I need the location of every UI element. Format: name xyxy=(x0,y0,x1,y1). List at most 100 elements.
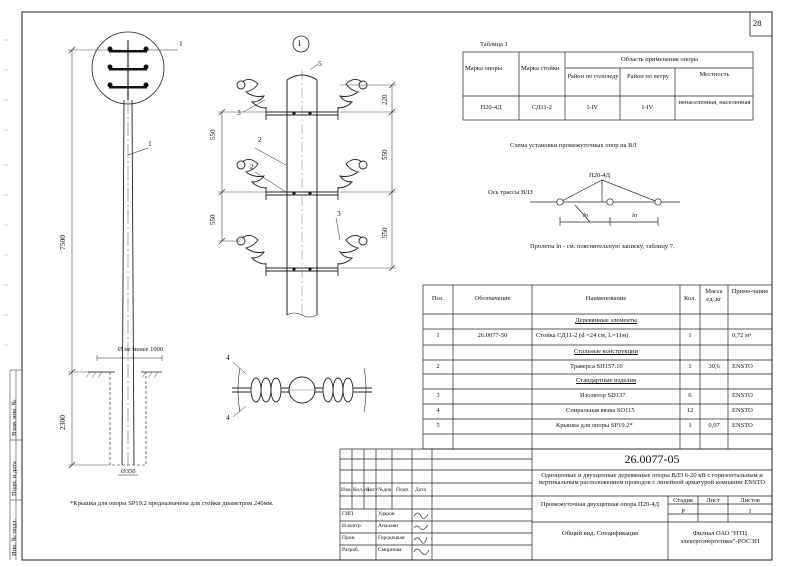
spec-header: Поз. xyxy=(431,295,445,302)
spec-header: Кол. xyxy=(683,295,697,302)
spec-note: ENSTO xyxy=(732,422,753,429)
spec-note: ENSTO xyxy=(732,363,753,370)
table1-cell: ненаселенная, населенная xyxy=(678,99,751,106)
spec-mass: 0,07 xyxy=(708,422,720,429)
spec-qty: 12 xyxy=(686,407,694,414)
spec-qty: 1 xyxy=(688,332,692,339)
leader-label: 3 xyxy=(337,209,341,218)
spec-name: Крышка для опоры SP19.2* xyxy=(556,422,633,429)
change-header: Изм. xyxy=(341,487,352,493)
dim-220: 220 xyxy=(381,94,389,106)
leader-label: 3 xyxy=(237,108,241,117)
spec-code: 26.0077-50 xyxy=(477,332,508,339)
sheets-value: 1 xyxy=(748,508,752,515)
doc-code: 26.0077-05 xyxy=(624,452,680,466)
change-header: Лист xyxy=(366,487,378,493)
table1-cell: П20-4Д xyxy=(480,104,502,111)
spec-name: Траверса SH157.10 xyxy=(570,363,623,370)
scheme-span-label: lп xyxy=(632,212,638,219)
change-header: Дата xyxy=(415,487,426,493)
sheet-label: Лист xyxy=(706,497,720,504)
stamp-sign-label: Подп. и дата xyxy=(11,461,18,496)
figure-footnote: *Крышка для опоры SP19.2 предназначена д… xyxy=(70,500,274,507)
leader-label: 2 xyxy=(258,135,262,144)
sheets-label: Листов xyxy=(740,497,760,504)
role-name: Смирнова xyxy=(378,547,402,553)
spec-section: Стальные конструкции xyxy=(573,348,639,355)
stamp-inventory-label: Инв. № подл. xyxy=(11,518,18,556)
table1-cell: I-IV xyxy=(641,104,654,111)
spec-section: Деревянные элементы xyxy=(575,317,637,324)
spec-header: Обозначение xyxy=(474,295,511,302)
role-name: Ударов xyxy=(378,511,395,517)
spec-name: Изолятор SD137 xyxy=(580,392,626,399)
dim-buried: 2300 xyxy=(58,415,67,430)
table1-subheader: Район по гололеду xyxy=(567,73,619,80)
detail-callout: I xyxy=(298,38,301,48)
scheme-span-label: lп xyxy=(583,212,589,219)
table1-subheader: Местность xyxy=(699,71,730,78)
dim-550b: 550 xyxy=(209,214,217,226)
table1-title: Таблица 1 xyxy=(480,41,508,48)
dim-550d: 550 xyxy=(381,227,389,239)
spec-pos: 3 xyxy=(436,392,440,399)
table1-header-group: Область применения опоры xyxy=(620,56,699,63)
role-label: Пров. xyxy=(342,535,356,541)
spec-name: Спиральная вязка SO115 xyxy=(566,407,635,414)
change-header: Кол.уч. xyxy=(353,487,371,493)
change-header: №док. xyxy=(378,487,393,493)
dim-min-depth: Ø не менее 1000 xyxy=(118,346,164,353)
change-header: Подп. xyxy=(396,487,410,493)
role-name: Аналаян xyxy=(378,523,399,529)
spec-pos: 1 xyxy=(436,332,440,339)
leader-label: 4 xyxy=(226,353,230,362)
role-label: Разраб. xyxy=(342,547,360,553)
page-number: 28 xyxy=(753,18,762,28)
role-label: Н.контр. xyxy=(342,523,363,529)
leader-label: 2 xyxy=(250,162,254,171)
leader-label: 5 xyxy=(318,59,322,68)
spec-mass: 30,6 xyxy=(708,363,720,370)
spec-header: Приме-чание xyxy=(731,288,769,295)
spec-name: Стойка СД11-2 (d =24 см, L=11м) xyxy=(536,332,629,339)
stamp-replace-label: Взам. инв. № xyxy=(11,399,18,436)
stage-value: Р xyxy=(681,508,685,515)
scheme-axis-label: Ось трассы ВЛЗ xyxy=(488,189,533,196)
role-label: ГИП xyxy=(342,511,354,517)
table1-header: Марка опоры xyxy=(465,65,503,72)
spec-note: 0,72 м³ xyxy=(732,332,752,339)
role-name: Городецкая xyxy=(378,535,405,541)
table1-subheader: Район по ветру xyxy=(627,73,669,80)
spec-header: Масса ед.,кг xyxy=(705,288,723,304)
table1-cell: I-IV xyxy=(586,104,599,111)
project-title: Одноцепные и двухцепные деревянные опоры… xyxy=(538,472,766,487)
spec-qty: 1 xyxy=(688,422,692,429)
spec-header: Наименование xyxy=(585,295,627,302)
dim-total-height: 7500 xyxy=(58,235,67,250)
scheme-note: Пролеты lп - см. пояснительную записку, … xyxy=(530,243,675,250)
dim-550c: 550 xyxy=(381,149,389,161)
spec-pos: 4 xyxy=(436,407,440,414)
scheme-pole-label: П20-4Д xyxy=(589,172,611,179)
org-name: Филиал ОАО "НТЦ электроэнергетики"-РОСЭП xyxy=(680,530,760,546)
leader-label: 4 xyxy=(226,413,230,422)
part-title: Промежуточная двухцепная опора П20-4Д xyxy=(540,501,660,508)
sheet-title: Общий вид. Спецификация xyxy=(562,530,638,537)
leader-label: 1 xyxy=(148,139,152,148)
spec-qty: 1 xyxy=(688,363,692,370)
spec-note: ENSTO xyxy=(732,392,753,399)
dim-pole-dia: Ø350 xyxy=(121,468,136,475)
spec-section: Стандартные изделия xyxy=(576,377,636,384)
dim-550a: 550 xyxy=(209,129,217,141)
stage-label: Стадия xyxy=(673,497,693,504)
scheme-title: Схема установки промежуточных опор на ВЛ xyxy=(510,142,637,149)
leader-label: 1 xyxy=(179,39,183,48)
table1-cell: СД11-2 xyxy=(531,104,553,111)
spec-pos: 5 xyxy=(436,422,440,429)
spec-qty: 6 xyxy=(688,392,692,399)
spec-pos: 2 xyxy=(436,363,440,370)
table1-header: Марка стойки xyxy=(521,65,560,72)
spec-note: ENSTO xyxy=(732,407,753,414)
